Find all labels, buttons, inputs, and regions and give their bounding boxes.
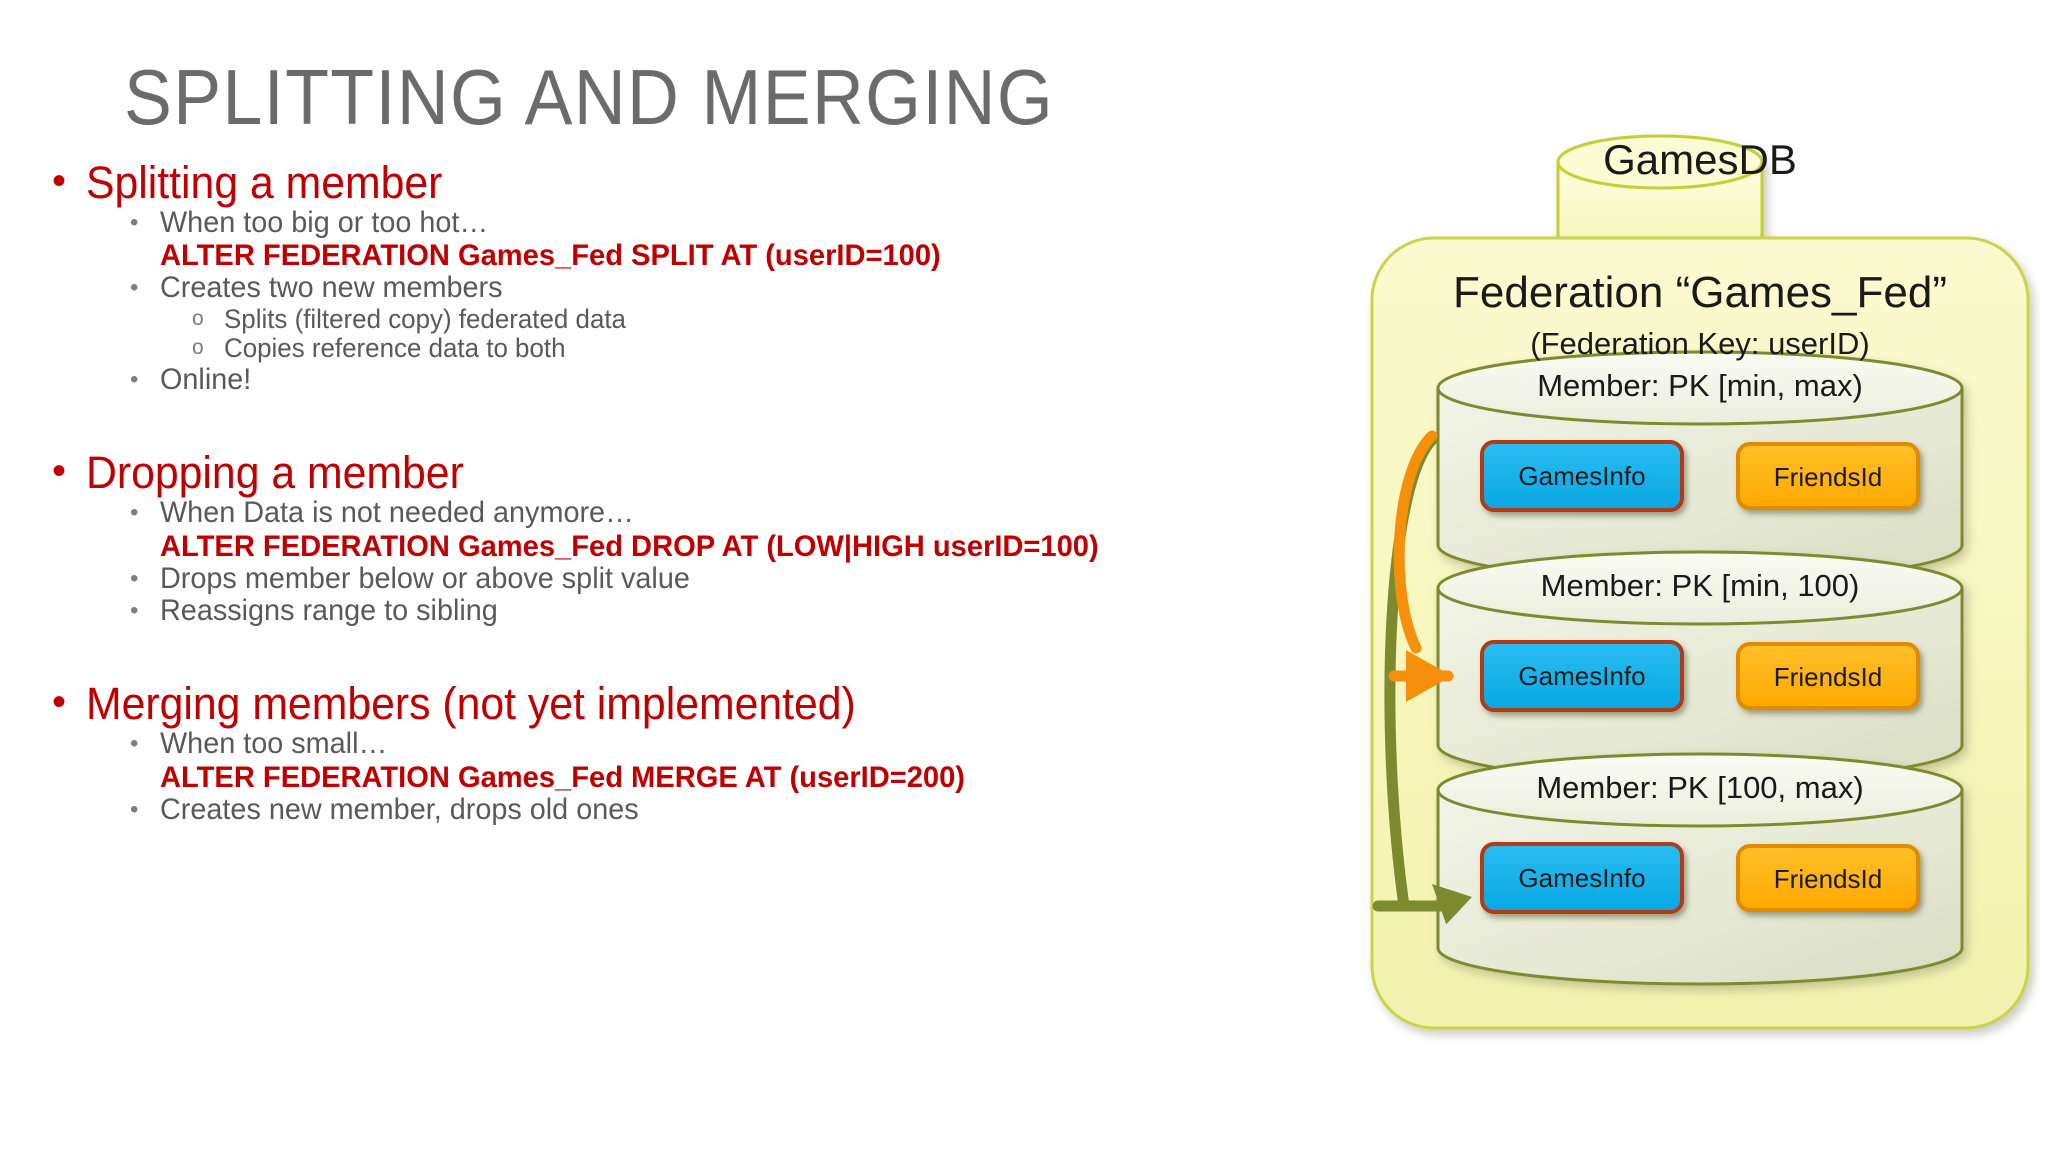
section-heading-merging: • Merging members (not yet implemented) (52, 681, 1392, 728)
federation-subtitle: (Federation Key: userID) (1530, 326, 1870, 361)
chip-label-friendsid-3: FriendsId (1773, 864, 1883, 894)
list-item: • Online! (130, 362, 1392, 396)
sql-statement-split: ALTER FEDERATION Games_Fed SPLIT AT (use… (160, 239, 941, 273)
bullet-glyph-level2: • (130, 596, 139, 624)
bullet-glyph-level2: • (130, 274, 139, 302)
bullet-glyph-level2: • (130, 795, 139, 823)
bullet-glyph-level1: • (52, 449, 67, 494)
bullet-glyph-level2: • (130, 564, 139, 592)
section-heading-text: Splitting a member (86, 157, 443, 208)
bullet-glyph-level3: o (192, 336, 204, 360)
list-item-text: When Data is not needed anymore… (160, 496, 634, 530)
bullet-glyph-level1: • (52, 680, 67, 725)
list-item: • Reassigns range to sibling (130, 593, 1392, 627)
section-spacer (52, 396, 1392, 450)
chip-gamesinfo-2 (1480, 640, 1684, 712)
federation-diagram-svg (1370, 134, 2030, 1030)
member-title-1: Member: PK [min, max) (1537, 368, 1863, 403)
bullet-glyph-level2: • (130, 365, 139, 393)
chip-gamesinfo-3 (1480, 842, 1684, 914)
member-cylinder-3 (1436, 752, 1964, 986)
chip-label-friendsid-2: FriendsId (1773, 662, 1883, 692)
section-spacer (52, 627, 1392, 681)
list-item-text: Reassigns range to sibling (160, 593, 498, 627)
list-item-text: Online! (160, 362, 252, 396)
chip-friendsid-1 (1736, 442, 1920, 510)
chip-label-friendsid-1: FriendsId (1773, 462, 1883, 492)
list-item: • When too small… (130, 727, 1392, 761)
list-item-text: When too big or too hot… (160, 205, 489, 239)
federation-diagram: GamesDB Federation “Games_Fed” (Federati… (1360, 120, 2040, 1050)
section-heading-splitting: • Splitting a member (52, 157, 1392, 208)
list-item-text: Copies reference data to both (224, 333, 566, 364)
list-item: • Drops member below or above split valu… (130, 561, 1392, 595)
list-item: • When too big or too hot… (130, 205, 1392, 239)
chip-friendsid-2 (1736, 642, 1920, 710)
member-title-3: Member: PK [100, max) (1536, 770, 1864, 805)
bullet-glyph-level2: • (130, 730, 139, 758)
chip-gamesinfo-1 (1480, 440, 1684, 512)
bullet-glyph-level2: • (130, 208, 139, 236)
member-title-2: Member: PK [min, 100) (1540, 568, 1860, 603)
sql-statement-drop: ALTER FEDERATION Games_Fed DROP AT (LOW|… (160, 529, 1099, 563)
bullet-glyph-level2: • (130, 499, 139, 527)
section-heading-dropping: • Dropping a member (52, 450, 1392, 497)
chip-label-gamesinfo-1: GamesInfo (1518, 461, 1646, 491)
list-item: o Copies reference data to both (192, 334, 1392, 364)
list-item-text: Drops member below or above split value (160, 561, 690, 595)
list-item-text: When too small… (160, 727, 388, 761)
list-item: o Splits (filtered copy) federated data (192, 303, 1392, 335)
list-item: • Creates new member, drops old ones (130, 792, 1392, 826)
member-cylinder-1 (1436, 350, 1964, 583)
list-item-text: Splits (filtered copy) federated data (224, 303, 626, 334)
list-item: • Creates two new members (130, 271, 1392, 305)
list-item-text: Creates two new members (160, 271, 503, 305)
gamesdb-label: GamesDB (1603, 136, 1797, 183)
bullet-glyph-level3: o (192, 306, 204, 330)
bullet-glyph-level1: • (52, 159, 67, 203)
body-content: • Splitting a member • When too big or t… (52, 157, 1392, 826)
list-item: • When Data is not needed anymore… (130, 496, 1392, 530)
section-heading-text: Dropping a member (86, 447, 464, 499)
federation-title: Federation “Games_Fed” (1453, 268, 1947, 317)
split-arrow-to-low-member-icon (1388, 430, 1454, 702)
page-title: SPLITTING AND MERGING (124, 53, 1055, 141)
section-heading-text: Merging members (not yet implemented) (86, 678, 856, 730)
list-item-text: Creates new member, drops old ones (160, 792, 639, 826)
chip-friendsid-3 (1736, 844, 1920, 912)
sql-statement-merge: ALTER FEDERATION Games_Fed MERGE AT (use… (160, 760, 965, 794)
chip-label-gamesinfo-2: GamesInfo (1518, 661, 1646, 691)
chip-label-gamesinfo-3: GamesInfo (1518, 863, 1646, 893)
